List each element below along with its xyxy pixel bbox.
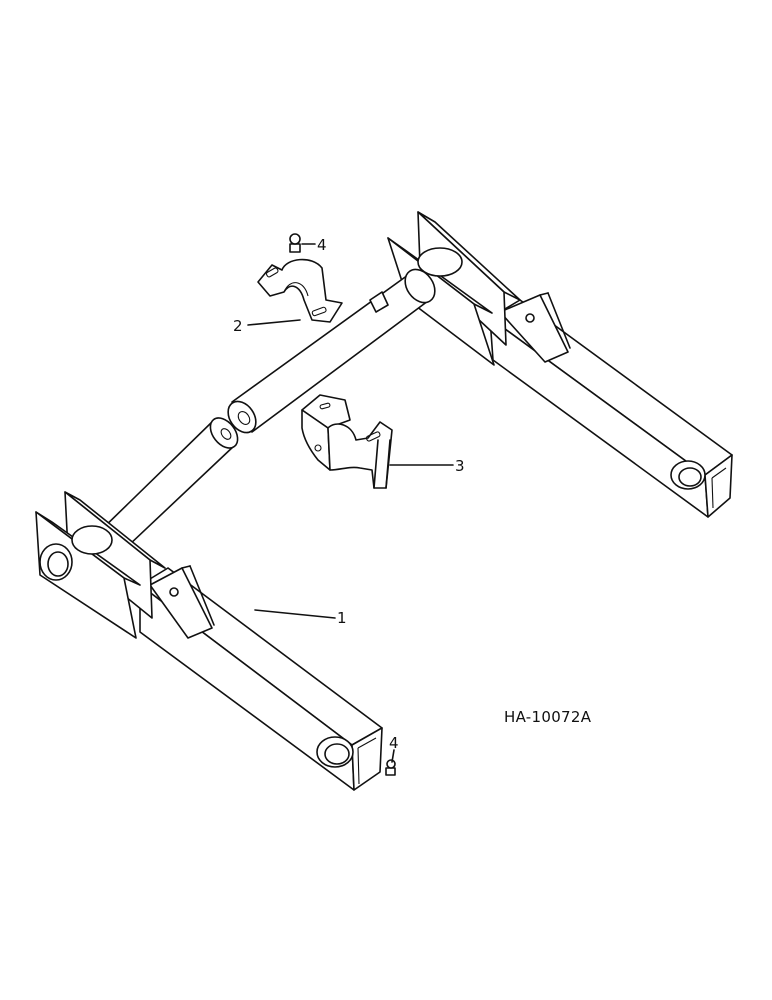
leader-lines: [247, 243, 454, 763]
callout-1: 1: [337, 609, 347, 627]
callout-4-lower: 4: [389, 734, 399, 752]
upper-clamp: [257, 258, 343, 323]
right-frame-arm: [387, 211, 733, 518]
cross-shaft: [94, 268, 436, 564]
left-frame-arm: [35, 491, 383, 791]
callout-4-upper: 4: [317, 236, 327, 254]
callout-2: 2: [233, 317, 243, 335]
grease-fitting-lower: [385, 759, 396, 776]
callout-3: 3: [455, 457, 465, 475]
drawing-reference-label: HA-10072A: [504, 708, 592, 726]
grease-fitting-upper: [289, 233, 301, 253]
lower-bracket: [301, 394, 393, 489]
